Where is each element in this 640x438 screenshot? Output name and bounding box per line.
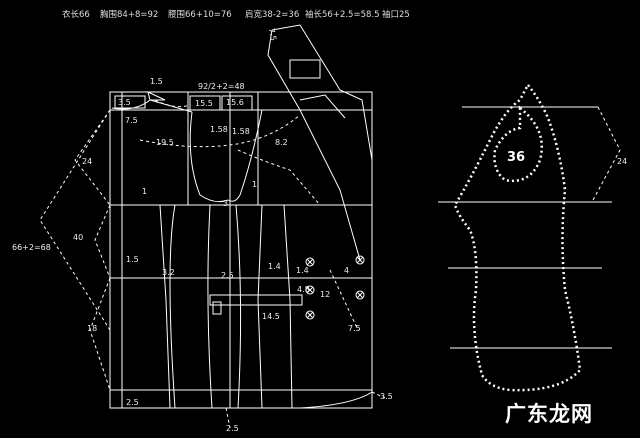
back-neck <box>147 91 166 101</box>
label-dart-156: 15.6 <box>226 98 244 107</box>
sleeve-cap-label: 36 <box>507 150 526 165</box>
header-cuff: 袖口25 <box>382 10 410 20</box>
back-princess <box>169 204 176 409</box>
sleeve-width-measure <box>591 106 621 203</box>
roll-line <box>267 29 361 261</box>
front-side-seam <box>235 204 242 409</box>
collar-notch <box>289 59 321 79</box>
label-lapel-75: 7.5 <box>266 27 278 42</box>
label-one-four-a: 1.4 <box>268 262 281 271</box>
label-one-a: 1 <box>142 187 148 196</box>
corner-measure <box>371 391 386 399</box>
label-four: 4 <box>344 266 350 275</box>
front-arc <box>237 149 321 206</box>
label-armhole-24: 24 <box>82 157 93 166</box>
sleeve-width-label: 24 <box>617 157 628 166</box>
bodice-frame <box>109 91 373 409</box>
label-bottom-25: 2.5 <box>226 424 239 433</box>
pocket-flap <box>209 294 303 306</box>
label-top-half: 92/2+2=48 <box>198 82 245 91</box>
front-dart-b <box>283 204 293 409</box>
waist-measure-outer <box>39 109 111 331</box>
label-seven-five-low: 7.5 <box>348 324 361 333</box>
armhole-measure <box>74 109 111 206</box>
label-three-two: 3.2 <box>162 268 175 277</box>
label-neck-75: 7.5 <box>125 116 138 125</box>
label-len-18: 18 <box>87 324 98 333</box>
sleeve-outline <box>453 82 582 392</box>
label-corner-35: 3.5 <box>380 392 393 401</box>
lower-measure <box>329 269 359 331</box>
label-one-b: 1 <box>252 180 258 189</box>
len40-measure <box>94 204 111 279</box>
header-waist: 腰围66+10=76 <box>168 10 232 20</box>
header-chest: 胸围84+8=92 <box>100 10 159 20</box>
bodice-pattern <box>109 24 373 409</box>
label-dart-195: 19.5 <box>156 138 174 147</box>
label-dart-155: 15.5 <box>195 99 213 108</box>
dart-arc <box>139 114 301 148</box>
label-neck-35: 3.5 <box>118 98 131 107</box>
dart-box-a <box>189 95 221 111</box>
label-dart-82: 8.2 <box>275 138 288 147</box>
label-two-five-mid: 2.5 <box>221 271 234 280</box>
front-armhole <box>227 109 263 202</box>
len18-measure <box>89 277 111 391</box>
back-armhole <box>189 111 229 203</box>
label-hip-15: 1.5 <box>126 255 139 264</box>
pocket-side <box>212 301 222 315</box>
sleeve-pattern <box>438 82 621 392</box>
front-dart-a <box>257 204 263 409</box>
label-twelve: 12 <box>320 290 331 299</box>
front-lapel <box>271 24 373 390</box>
watermark: 广东龙网 <box>505 402 593 426</box>
neck-arc <box>154 99 191 108</box>
label-side-158b: 1.58 <box>232 127 250 136</box>
measurement-header: 衣长66 胸围84+8=92 腰围66+10=76 肩宽38-2=36 袖长56… <box>0 8 440 22</box>
label-one-four-b: 1.4 <box>296 266 309 275</box>
back-side-seam <box>207 204 213 409</box>
lapel-edge <box>299 94 346 119</box>
label-waist-68: 66+2=68 <box>12 243 51 252</box>
dart-box-b <box>221 95 253 111</box>
header-length: 衣长66 <box>62 10 90 20</box>
header-shoulder: 肩宽38-2=36 <box>245 10 300 20</box>
label-hem-25: 2.5 <box>126 398 139 407</box>
neck-box <box>114 95 146 109</box>
measure-lines <box>39 99 386 429</box>
label-shoulder-15: 1.5 <box>150 77 163 86</box>
hem-curve <box>110 391 373 409</box>
label-len-40: 40 <box>73 233 84 242</box>
label-four-eight: 4.8 <box>297 285 310 294</box>
label-three: 3 <box>223 199 229 208</box>
button-marks <box>305 255 365 320</box>
label-pocket-145: 14.5 <box>262 312 280 321</box>
back-panel-line <box>159 204 171 409</box>
header-sleeve: 袖长56+2.5=58.5 <box>305 10 380 20</box>
label-side-158a: 1.58 <box>210 125 228 134</box>
